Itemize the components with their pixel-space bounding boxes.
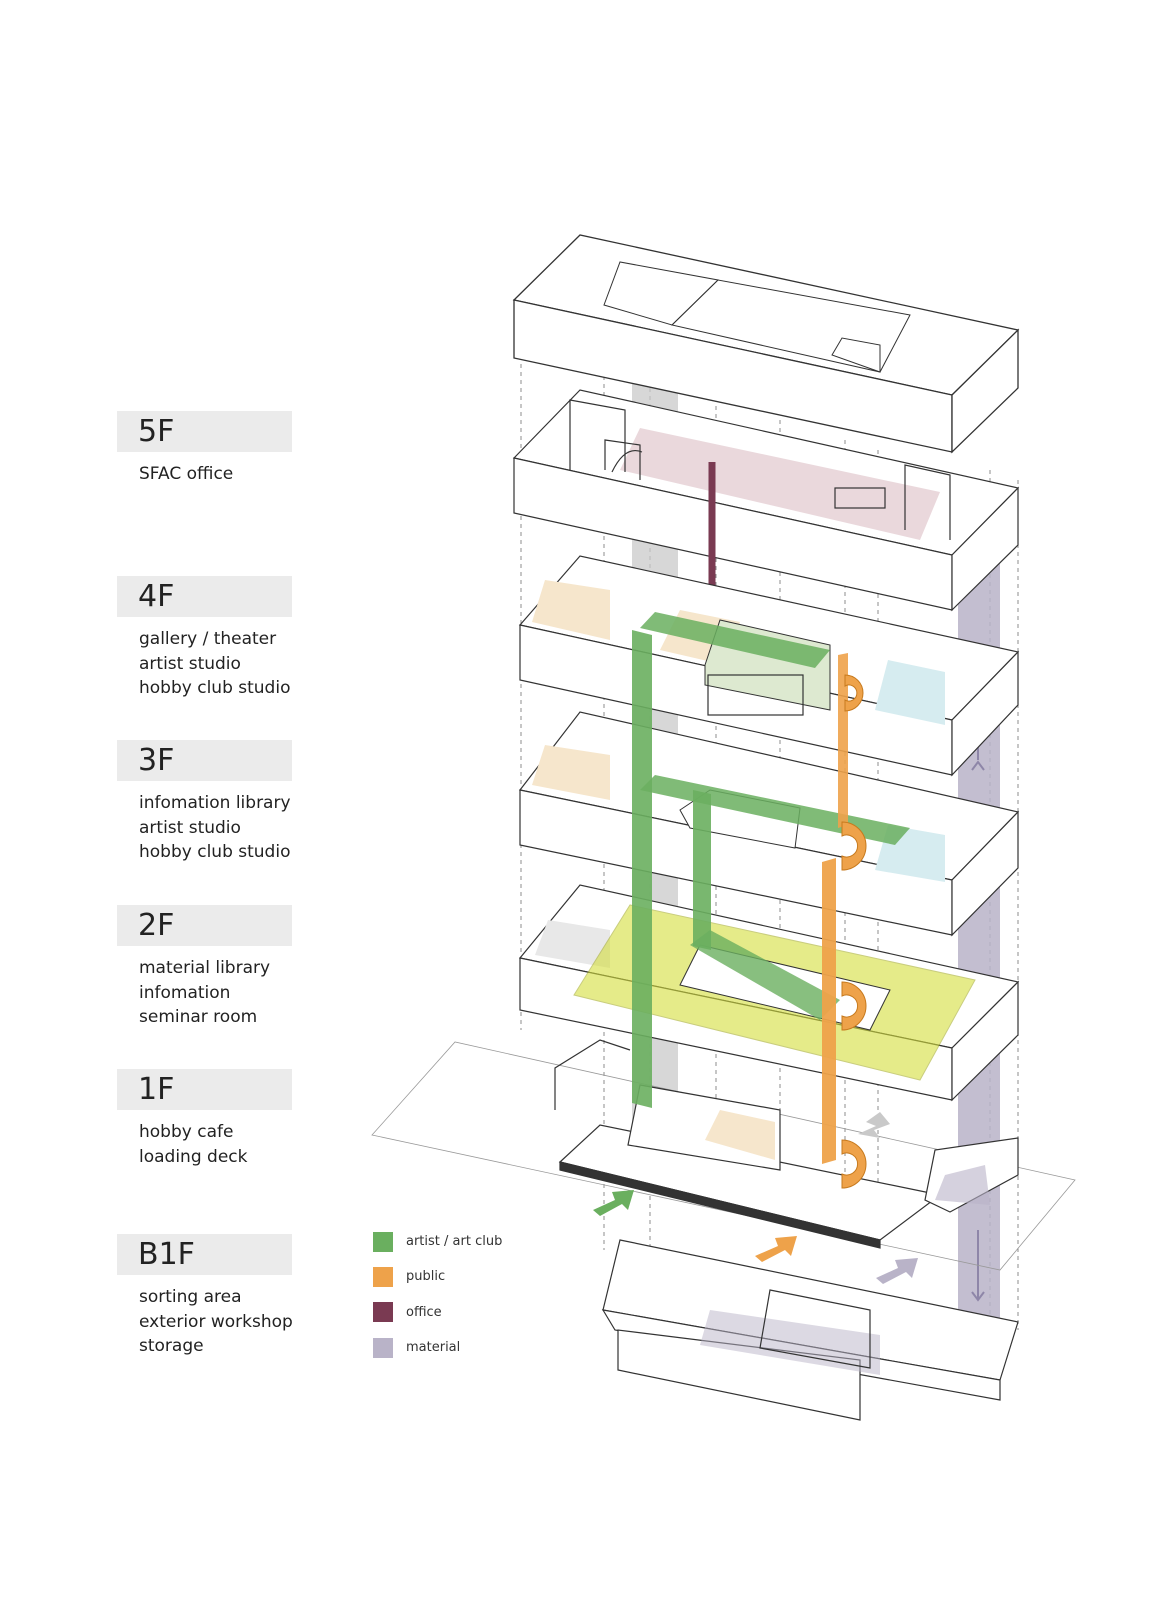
legend-swatch	[373, 1302, 393, 1323]
floor-use: sorting area	[139, 1287, 242, 1307]
artist-entrance-arrow-icon	[593, 1190, 634, 1216]
floor-uses: hobby cafe loading deck	[117, 1120, 417, 1169]
floor-label-1f: 1F hobby cafe loading deck	[117, 1069, 417, 1169]
floor-uses: sorting area exterior workshop storage	[117, 1285, 417, 1359]
legend-swatch	[373, 1266, 393, 1287]
floor-use: gallery / theater	[139, 629, 277, 649]
legend-item-material: material	[373, 1330, 502, 1365]
floor-use: infomation library	[139, 793, 291, 813]
entrance-arrows	[593, 1112, 918, 1284]
floor-uses: gallery / theater artist studio hobby cl…	[117, 627, 417, 701]
floor-uses: SFAC office	[117, 462, 417, 487]
floor-level-tag: 3F	[117, 740, 292, 781]
floor-label-4f: 4F gallery / theater artist studio hobby…	[117, 576, 417, 701]
floor-use: SFAC office	[139, 464, 234, 484]
legend-item-public: public	[373, 1259, 502, 1294]
material-entrance-arrow-icon	[876, 1258, 918, 1284]
legend-swatch	[373, 1337, 393, 1358]
public-spiral-stairs	[841, 674, 867, 1189]
floor-use: artist studio	[139, 817, 241, 838]
floor-label-5f: 5F SFAC office	[117, 411, 417, 487]
floor-uses: material library infomation seminar room	[117, 956, 417, 1030]
artist-route-2f	[690, 930, 840, 1020]
floor-level-tag: 1F	[117, 1069, 292, 1110]
floor-uses: infomation library artist studio hobby c…	[117, 791, 417, 865]
legend-item-artist: artist / art club	[373, 1224, 502, 1259]
floor-use: hobby club studio	[139, 842, 291, 862]
floor-1f-plate	[371, 1039, 1076, 1271]
floor-use: artist studio	[139, 653, 241, 674]
public-entrance-arrow-icon	[755, 1236, 797, 1262]
floor-label-2f: 2F material library infomation seminar r…	[117, 905, 417, 1030]
legend-label: office	[406, 1304, 442, 1320]
floor-use: storage	[139, 1336, 204, 1356]
floor-use: seminar room	[139, 1007, 258, 1027]
legend-label: artist / art club	[406, 1234, 503, 1250]
public-vertical-route	[822, 858, 836, 1164]
floor-level-tag: 4F	[117, 576, 292, 617]
legend-label: public	[406, 1269, 446, 1285]
legend: artist / art club public office material	[373, 1224, 502, 1365]
floor-use: hobby club studio	[139, 678, 291, 698]
material-shaft	[958, 500, 1000, 1355]
floor-label-3f: 3F infomation library artist studio hobb…	[117, 740, 417, 865]
public-vertical-route-upper	[838, 653, 848, 828]
legend-label: material	[406, 1340, 461, 1356]
floor-use: hobby cafe	[139, 1122, 234, 1142]
roof-slab	[512, 234, 1020, 454]
legend-swatch	[373, 1231, 393, 1252]
floor-b1f-plate	[601, 1239, 1019, 1421]
service-arrow-icon	[858, 1112, 890, 1138]
legend-item-office: office	[373, 1295, 502, 1330]
floor-use: exterior workshop	[139, 1311, 293, 1332]
floor-5f-plate	[512, 389, 1020, 612]
floor-use: infomation	[139, 982, 231, 1003]
floor-level-tag: 5F	[117, 411, 292, 452]
floor-label-b1f: B1F sorting area exterior workshop stora…	[117, 1234, 417, 1359]
artist-vertical-route-inner	[693, 790, 711, 950]
floor-level-tag: B1F	[117, 1234, 292, 1275]
floor-use: material library	[139, 958, 271, 978]
artist-vertical-route-main	[632, 630, 652, 1108]
floor-use: loading deck	[139, 1146, 248, 1167]
floor-level-tag: 2F	[117, 905, 292, 946]
artist-route-4f	[640, 612, 830, 668]
